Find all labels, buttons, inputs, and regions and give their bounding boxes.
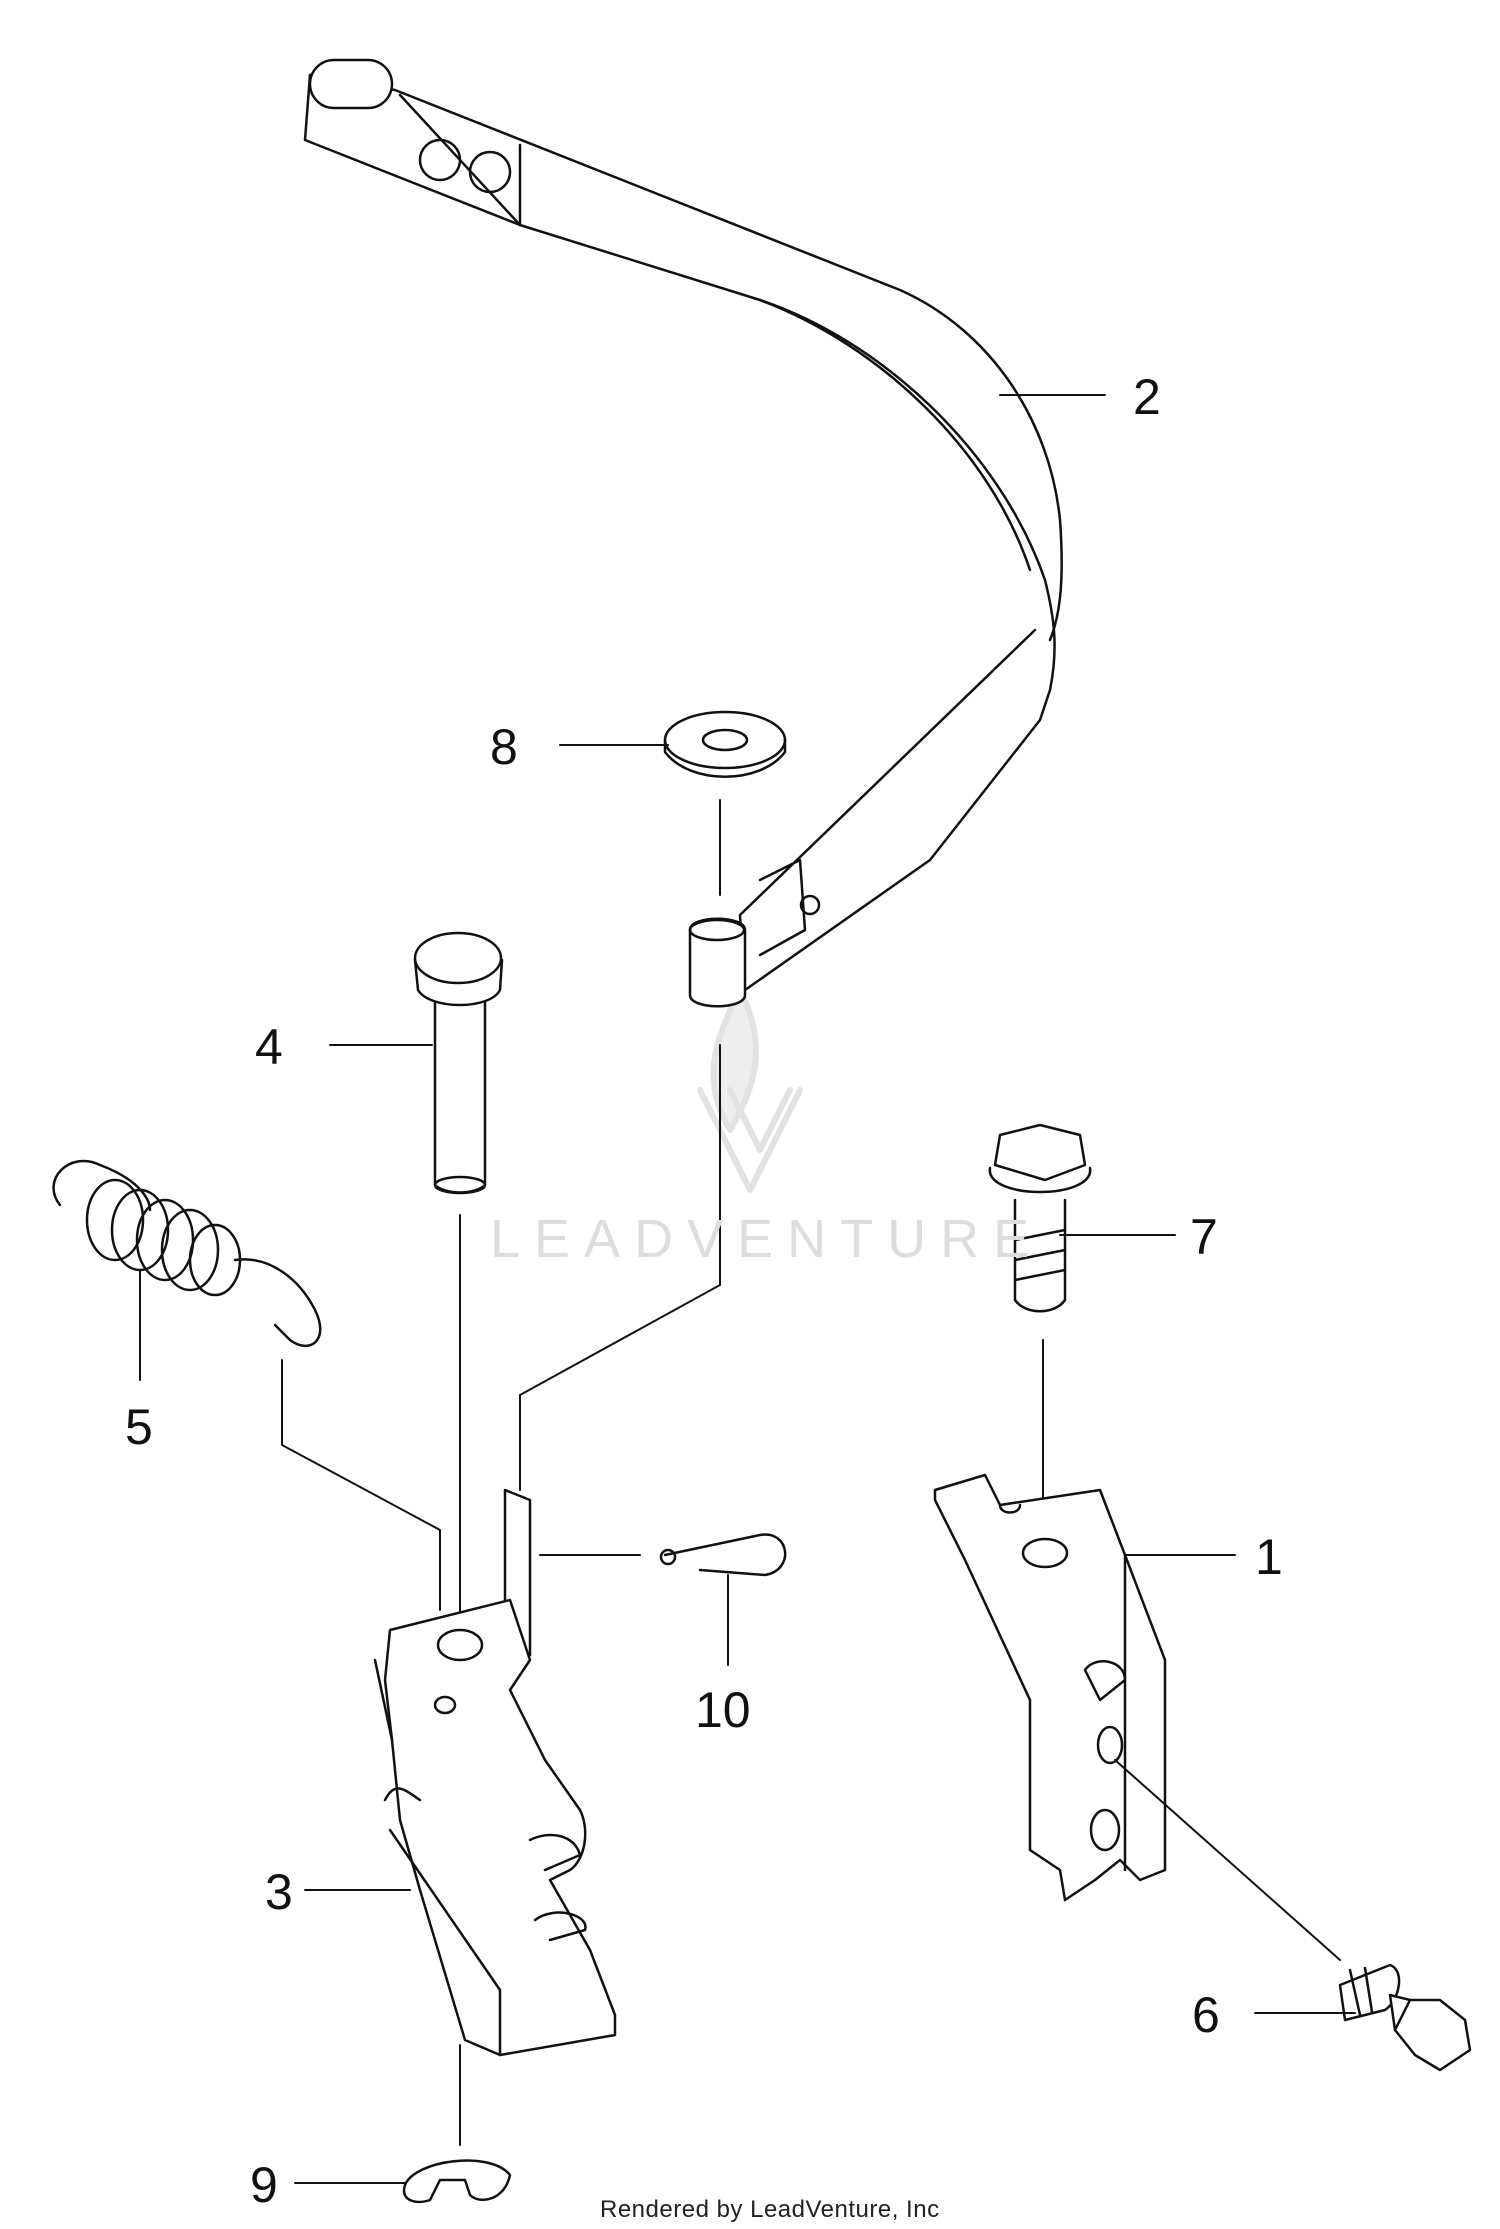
part-label-7: 7: [1190, 1209, 1218, 1265]
watermark-text: LEADVENTURE: [490, 1209, 1044, 1269]
bracket-to-bolt-line: [1114, 1759, 1341, 1961]
part-label-1: 1: [1255, 1529, 1283, 1585]
footer-credit: Rendered by LeadVenture, Inc: [600, 2196, 940, 2223]
clip-icon: [659, 1533, 787, 1577]
watermark-logo: [697, 987, 803, 1193]
bolt-icon: [1338, 1963, 1472, 2072]
part-label-3: 3: [265, 1864, 293, 1920]
lever-icon: [373, 1488, 617, 2057]
part-label-10: 10: [695, 1682, 751, 1738]
spring-icon: [52, 1159, 322, 1348]
bolt-icon: [988, 1123, 1092, 1313]
part-label-2: 2: [1133, 369, 1161, 425]
e-ring-icon: [402, 2159, 512, 2204]
brake-band-icon: [303, 58, 1063, 1008]
spring-to-lever-line: [281, 1359, 441, 1611]
part-label-5: 5: [125, 1399, 153, 1455]
part-label-8: 8: [490, 719, 518, 775]
part-label-6: 6: [1192, 1987, 1220, 2043]
band-to-lever-line: [519, 1044, 721, 1491]
bracket-icon: [933, 1473, 1167, 1902]
washer-icon: [663, 710, 787, 778]
part-label-9: 9: [250, 2157, 278, 2213]
pin-icon: [413, 931, 504, 1195]
part-label-4: 4: [255, 1019, 283, 1075]
